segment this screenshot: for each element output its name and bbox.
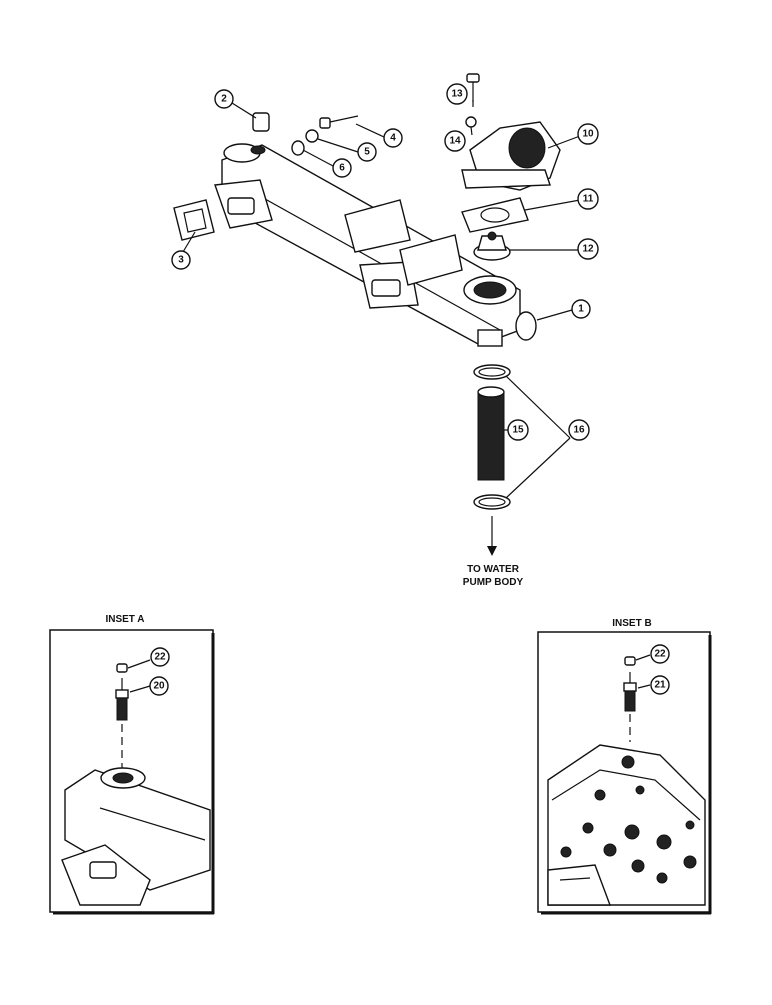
head-ports <box>560 755 697 884</box>
callout-14: 14 <box>444 130 466 152</box>
water-manifold <box>214 143 537 347</box>
thermostat-housing-elbow <box>461 121 561 191</box>
callout-11: 11 <box>577 188 599 210</box>
pipe-plug <box>252 112 270 132</box>
gasket-3 <box>173 199 215 241</box>
svg-text:6: 6 <box>339 163 345 174</box>
lockwasher-14 <box>465 116 477 128</box>
svg-text:16: 16 <box>573 425 585 436</box>
callout-2: 2 <box>214 89 234 109</box>
callout-5: 5 <box>357 142 377 162</box>
flow-label-line2: PUMP BODY <box>463 577 524 588</box>
bolt-4 <box>319 115 359 129</box>
svg-text:4: 4 <box>390 133 396 144</box>
gasket-11 <box>461 197 529 233</box>
svg-text:2: 2 <box>221 94 227 105</box>
callout-1: 1 <box>571 299 591 319</box>
callout-12: 12 <box>577 238 599 260</box>
callout-15: 15 <box>507 419 529 441</box>
hose-clamp-lower <box>473 494 511 510</box>
svg-text:1: 1 <box>578 304 584 315</box>
svg-text:3: 3 <box>178 255 184 266</box>
callout-4: 4 <box>383 128 403 148</box>
lockwasher-5 <box>305 129 319 143</box>
flow-label-line1: TO WATER <box>467 564 520 575</box>
svg-text:12: 12 <box>582 244 594 255</box>
svg-text:20: 20 <box>153 681 165 692</box>
svg-text:5: 5 <box>364 147 370 158</box>
flow-arrow <box>487 516 497 556</box>
svg-text:22: 22 <box>654 649 666 660</box>
inset-a-title: INSET A <box>105 614 144 625</box>
inset-b-title: INSET B <box>612 618 651 629</box>
callout-3: 3 <box>171 250 191 270</box>
svg-text:22: 22 <box>154 652 166 663</box>
inset-a: INSET A 22 20 <box>49 614 215 915</box>
svg-text:14: 14 <box>449 136 461 147</box>
bolt-13 <box>466 73 480 102</box>
svg-text:11: 11 <box>583 194 594 205</box>
svg-text:21: 21 <box>654 680 666 691</box>
thermostat <box>473 231 511 261</box>
svg-text:13: 13 <box>451 89 463 100</box>
leader-lines <box>182 100 581 499</box>
hose-clamp-upper <box>473 364 511 380</box>
callout-bubbles: 2 3 4 5 6 13 14 10 11 12 1 15 16 <box>171 83 599 441</box>
callout-16: 16 <box>568 419 590 441</box>
svg-text:10: 10 <box>582 129 594 140</box>
water-hose <box>477 386 505 481</box>
callout-10: 10 <box>577 123 599 145</box>
callout-13: 13 <box>446 83 468 105</box>
callout-6: 6 <box>332 158 352 178</box>
svg-text:15: 15 <box>512 425 524 436</box>
inset-b: INSET B 22 21 <box>537 618 712 915</box>
washer-6 <box>291 140 305 156</box>
